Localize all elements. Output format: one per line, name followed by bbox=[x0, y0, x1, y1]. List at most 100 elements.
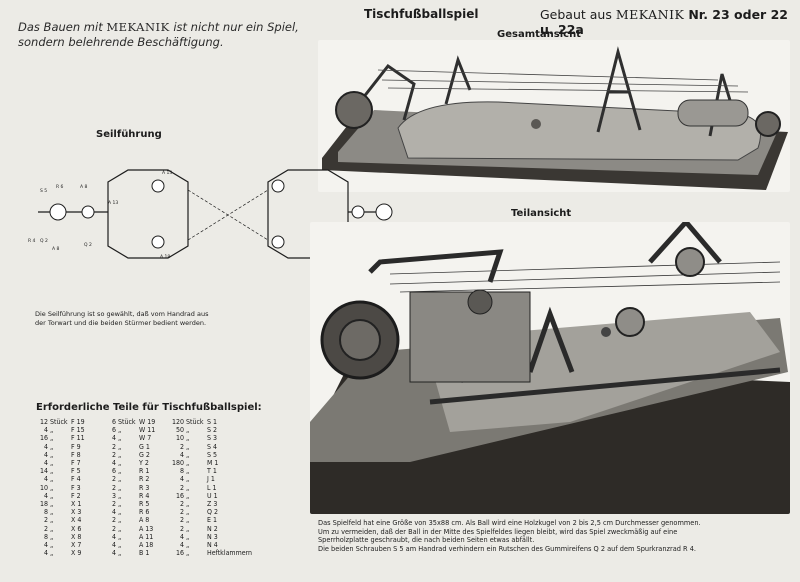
parts-unit: „ bbox=[118, 541, 122, 550]
parts-code: F 9 bbox=[71, 442, 81, 451]
rope-caption-line2: der Torwart und die beiden Stürmer bedie… bbox=[35, 319, 207, 327]
parts-qty: 18 bbox=[39, 500, 48, 509]
parts-code: R 6 bbox=[139, 508, 150, 517]
parts-qty: 2 bbox=[111, 442, 116, 451]
parts-code: F 5 bbox=[71, 467, 81, 476]
parts-unit: „ bbox=[118, 549, 122, 558]
parts-qty: 4 bbox=[43, 549, 48, 558]
parts-qty: 4 bbox=[111, 541, 116, 550]
parts-code: A 18 bbox=[139, 541, 154, 550]
parts-code: N 4 bbox=[207, 541, 218, 550]
parts-qty: 4 bbox=[179, 541, 184, 550]
built-from: Gebaut aus MEKANIK Nr. 23 oder 22 u. 22a bbox=[540, 7, 800, 37]
parts-unit: „ bbox=[118, 442, 122, 451]
parts-unit: „ bbox=[50, 532, 54, 541]
parts-qty: 2 bbox=[179, 500, 184, 509]
parts-code: X 4 bbox=[71, 516, 82, 525]
parts-qty: 2 bbox=[43, 524, 48, 533]
parts-qty: 6 bbox=[111, 467, 116, 476]
parts-unit: „ bbox=[50, 434, 54, 443]
rope-caption: Die Seilführung ist so gewählt, daß vom … bbox=[35, 310, 208, 328]
parts-qty: 4 bbox=[43, 426, 48, 435]
parts-qty: 4 bbox=[111, 434, 116, 443]
rope-label-a13-left: A 13 bbox=[108, 200, 118, 206]
parts-unit: Stück bbox=[186, 418, 204, 426]
description-line3: Sperrholzplatte geschraubt, die nach bei… bbox=[318, 536, 535, 545]
parts-unit: „ bbox=[118, 491, 122, 500]
parts-code: Z 3 bbox=[207, 500, 218, 509]
overall-view-heading: Gesamtansicht bbox=[497, 29, 581, 40]
parts-unit: „ bbox=[118, 475, 122, 484]
parts-code: N 2 bbox=[207, 524, 218, 533]
parts-unit: „ bbox=[186, 467, 190, 476]
parts-unit: „ bbox=[50, 541, 54, 550]
parts-unit: „ bbox=[118, 459, 122, 468]
parts-qty: 3 bbox=[111, 491, 116, 500]
parts-unit: „ bbox=[118, 532, 122, 541]
parts-unit: „ bbox=[186, 459, 190, 468]
rope-label-r4: R 4 bbox=[28, 238, 36, 244]
parts-qty: 2 bbox=[43, 516, 48, 525]
parts-unit: „ bbox=[50, 500, 54, 509]
page-title: Tischfußballspiel bbox=[364, 7, 479, 21]
intro-text: Das Bauen mit MEKANIK ist nicht nur ein … bbox=[18, 20, 299, 50]
parts-unit: „ bbox=[118, 434, 122, 443]
parts-unit: „ bbox=[50, 508, 54, 517]
parts-code: R 2 bbox=[139, 475, 150, 484]
parts-unit: „ bbox=[50, 516, 54, 525]
parts-code: T 1 bbox=[207, 467, 217, 476]
parts-qty: 2 bbox=[111, 483, 116, 492]
parts-qty: 4 bbox=[43, 442, 48, 451]
parts-heading: Erforderliche Teile für Tischfußballspie… bbox=[36, 402, 262, 413]
parts-qty: 50 bbox=[175, 426, 184, 435]
parts-qty: 2 bbox=[111, 450, 116, 459]
parts-qty: 2 bbox=[111, 524, 116, 533]
parts-code: A 8 bbox=[139, 516, 150, 525]
parts-code: W 11 bbox=[139, 426, 156, 435]
parts-unit: „ bbox=[50, 426, 54, 435]
built-models: Nr. 23 oder 22 u. 22a bbox=[540, 7, 788, 37]
parts-unit: „ bbox=[186, 491, 190, 500]
parts-code: W 7 bbox=[139, 434, 152, 443]
overall-view-photo bbox=[318, 40, 790, 192]
parts-code: A 13 bbox=[139, 524, 154, 533]
parts-qty: 2 bbox=[111, 516, 116, 525]
rope-heading: Seilführung bbox=[96, 129, 162, 140]
parts-code: R 1 bbox=[139, 467, 150, 476]
parts-qty: 6 bbox=[111, 418, 116, 426]
parts-code: X 6 bbox=[71, 524, 82, 533]
parts-qty: 2 bbox=[179, 442, 184, 451]
parts-unit: „ bbox=[186, 549, 190, 558]
rope-label-a8-bottom: A 8 bbox=[52, 246, 60, 252]
parts-qty: 2 bbox=[111, 475, 116, 484]
parts-qty: 4 bbox=[43, 475, 48, 484]
parts-unit: „ bbox=[118, 508, 122, 517]
parts-unit: „ bbox=[186, 524, 190, 533]
parts-code: F 8 bbox=[71, 450, 81, 459]
parts-code: R 5 bbox=[139, 500, 150, 509]
parts-unit: „ bbox=[186, 442, 190, 451]
parts-code: F 7 bbox=[71, 459, 81, 468]
parts-code: X 9 bbox=[71, 549, 82, 558]
parts-code: M 1 bbox=[207, 459, 219, 468]
parts-code: S 1 bbox=[207, 418, 218, 426]
parts-code: N 3 bbox=[207, 532, 218, 541]
parts-unit: „ bbox=[186, 434, 190, 443]
parts-qty: 8 bbox=[43, 508, 48, 517]
parts-unit: „ bbox=[186, 483, 190, 492]
description-line1: Das Spielfeld hat eine Größe von 35x88 c… bbox=[318, 519, 701, 527]
rope-label-r6: R 6 bbox=[56, 184, 64, 190]
parts-code: G 2 bbox=[139, 450, 150, 459]
parts-code: S 3 bbox=[207, 434, 218, 443]
partial-view-heading: Teilansicht bbox=[511, 208, 572, 219]
parts-unit: Stück bbox=[50, 418, 68, 426]
parts-code: Y 2 bbox=[139, 459, 149, 468]
parts-unit: „ bbox=[118, 450, 122, 459]
